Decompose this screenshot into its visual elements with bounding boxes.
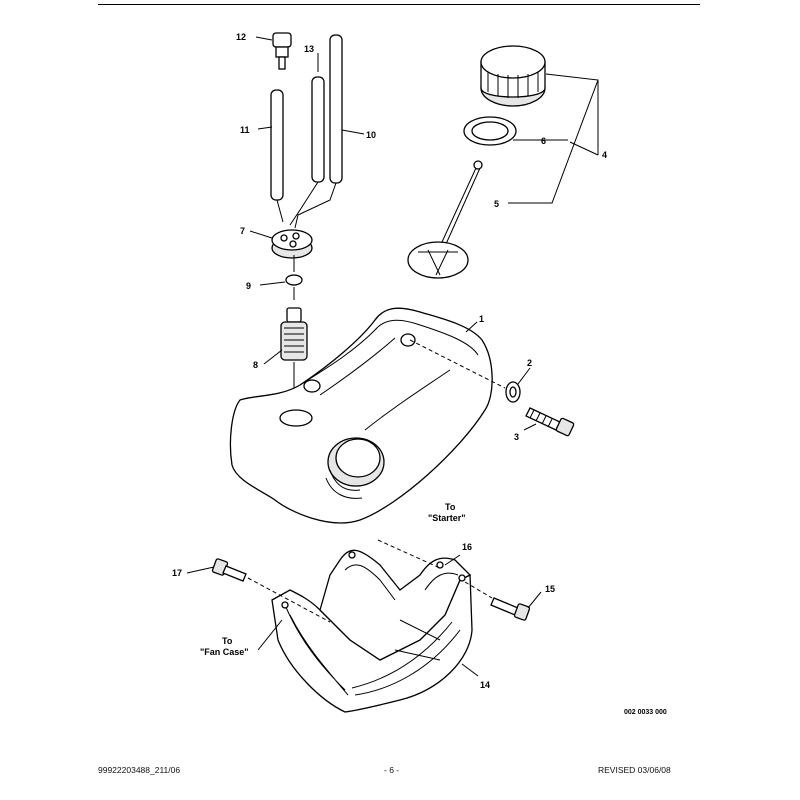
callout-11: 11: [240, 125, 250, 135]
part-4-cap: [480, 45, 546, 107]
footer-page-number: - 6 -: [384, 765, 400, 775]
part-8-filter: [280, 307, 308, 361]
tube-routing-lines: [276, 181, 337, 229]
callout-5: 5: [494, 199, 499, 209]
callout-4: 4: [602, 150, 607, 160]
part-1-fuel-tank: [229, 307, 493, 524]
part-2-washer: [505, 381, 521, 403]
part-12-fitting: [272, 32, 292, 70]
footer-revision-date: REVISED 03/06/08: [598, 765, 671, 775]
footer-document-number: 99922203488_211/06: [98, 765, 181, 775]
part-11-tube: [270, 89, 284, 201]
callout-17: 17: [172, 568, 182, 578]
top-rule: [98, 4, 700, 5]
part-10-tube: [329, 34, 343, 184]
part-17-alignment-line: [247, 577, 331, 623]
part-3-bolt: [525, 407, 575, 437]
part-15-alignment-line: [464, 581, 493, 599]
to-starter-label-line2: "Starter": [428, 513, 466, 523]
callout-14: 14: [480, 680, 490, 690]
callout-1: 1: [479, 314, 484, 324]
callout-10: 10: [366, 130, 376, 140]
part-15-bolt: [490, 597, 531, 621]
callout-6: 6: [541, 136, 546, 146]
to-starter-label-line1: To: [445, 502, 456, 512]
part-17-bolt: [211, 558, 247, 582]
callout-7: 7: [240, 226, 245, 236]
part-5-retainer-strap: [407, 160, 483, 279]
part-2-alignment-line: [409, 339, 506, 389]
callout-9: 9: [246, 281, 251, 291]
part-6-gasket: [463, 116, 517, 146]
part-9-ring: [285, 274, 303, 286]
callout-8: 8: [253, 360, 258, 370]
callout-16: 16: [462, 542, 472, 552]
to-fan-case-label-line2: "Fan Case": [200, 647, 249, 657]
to-fan-case-label-line1: To: [222, 636, 233, 646]
callout-3: 3: [514, 432, 519, 442]
callout-15: 15: [545, 584, 555, 594]
to-starter-line: [377, 539, 441, 569]
part-7-grommet: [271, 229, 313, 259]
callout-13: 13: [304, 44, 314, 54]
drawing-number: 002 0033 000: [624, 709, 667, 716]
callout-12: 12: [236, 32, 246, 42]
leader-lines: [186, 36, 599, 677]
callout-2: 2: [527, 358, 532, 368]
part-13-tube: [311, 76, 325, 183]
part-14-mount-frame: [271, 549, 473, 713]
